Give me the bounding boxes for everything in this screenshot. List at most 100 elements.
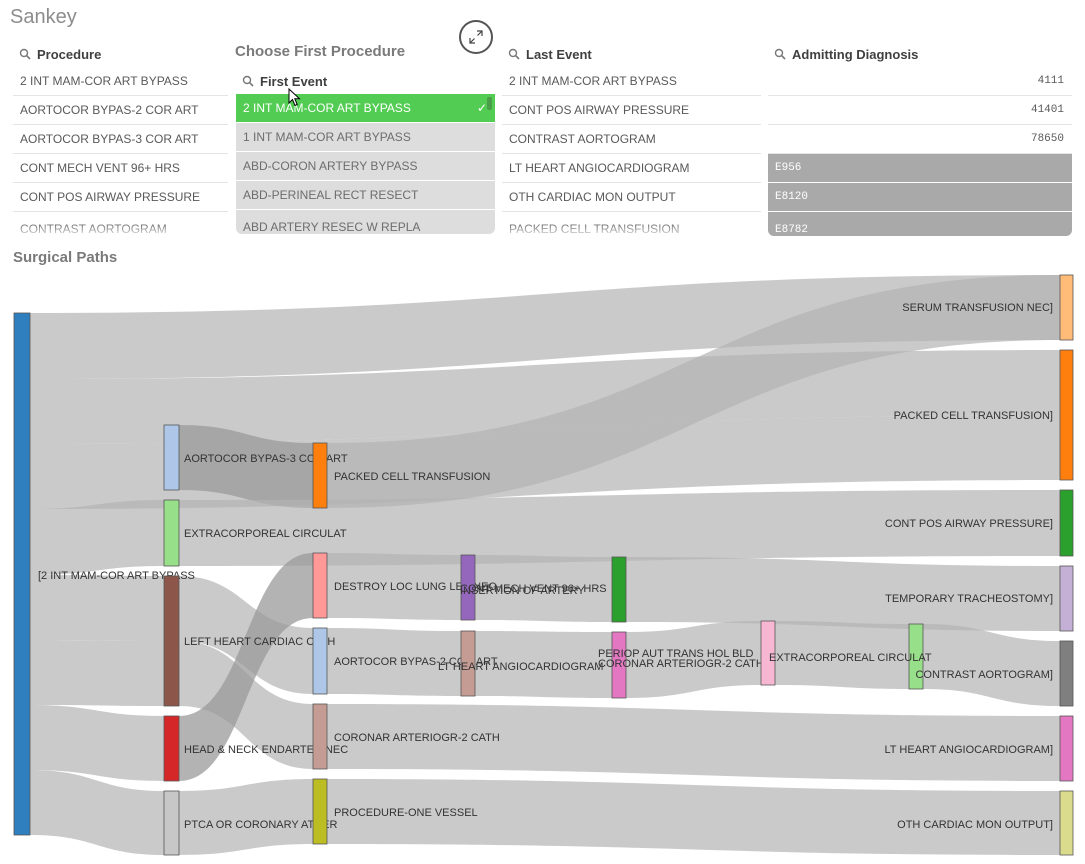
sankey-node-label: TEMPORARY TRACHEOSTOMY] [885,593,1053,605]
sankey-link[interactable] [775,621,909,689]
admitting-diagnosis-listbox[interactable]: Admitting Diagnosis 4111 41401 78650 E95… [768,41,1072,236]
sankey-node-label: EXTRACORPOREAL CIRCULAT [769,652,932,664]
sankey-link[interactable] [30,705,164,781]
sankey-node[interactable] [1059,715,1074,782]
procedure-listbox-header[interactable]: Procedure [13,41,228,67]
sankey-link[interactable] [327,553,461,620]
sankey-node-label: PTCA OR CORONARY ATHER [184,819,337,831]
list-item[interactable]: 4111 [768,67,1072,96]
last-event-listbox-header[interactable]: Last Event [502,41,761,67]
list-item[interactable]: ABD-PERINEAL RECT RESECT [236,181,495,210]
procedure-listbox[interactable]: Procedure 2 INT MAM-COR ART BYPASS AORTO… [13,41,228,236]
list-item-excluded[interactable]: E956 [768,154,1072,183]
sankey-node[interactable] [611,556,627,623]
sankey-node-label: AORTOCOR BYPAS-3 COR ART [184,453,348,465]
sankey-link[interactable] [179,779,313,855]
sankey-node[interactable] [1059,489,1074,557]
sankey-link[interactable] [30,575,164,641]
last-event-listbox-title: Last Event [526,46,592,62]
sankey-node[interactable] [312,442,328,509]
sankey-link[interactable] [327,779,1060,855]
sankey-node[interactable] [1059,565,1074,632]
sankey-node[interactable] [312,703,328,770]
sankey-link[interactable] [30,770,164,855]
first-event-listbox[interactable]: First Event 2 INT MAM-COR ART BYPASS ✓ 1… [236,68,495,234]
sankey-node[interactable] [611,631,627,699]
sankey-node-label: CONTRAST AORTOGRAM] [915,669,1053,681]
list-item[interactable]: 2 INT MAM-COR ART BYPASS [13,67,228,96]
list-item[interactable]: 1 INT MAM-COR ART BYPASS [236,123,495,152]
list-item[interactable]: ABD ARTERY RESEC W REPLA [236,210,495,234]
search-icon[interactable] [508,48,520,60]
sankey-link[interactable] [179,425,313,508]
sankey-link[interactable] [923,624,1060,706]
sankey-node[interactable] [163,715,180,782]
sankey-link[interactable] [475,631,612,698]
search-icon[interactable] [242,75,254,87]
list-item[interactable]: PACKED CELL TRANSFUSION [509,222,680,236]
sankey-link[interactable] [327,275,1060,508]
sankey-node[interactable] [163,790,180,856]
sankey-node-label: LT HEART ANGIOCARDIOGRAM] [885,744,1054,756]
fullscreen-button[interactable] [459,20,493,54]
sankey-link[interactable] [30,275,1060,379]
last-event-listbox[interactable]: Last Event 2 INT MAM-COR ART BYPASS CONT… [502,41,761,236]
list-item[interactable]: OTH CARDIAC MON OUTPUT [502,183,761,212]
sankey-node[interactable] [312,627,328,695]
scrollbar-thumb[interactable] [487,97,492,110]
sankey-node[interactable] [908,623,924,690]
sankey-node[interactable] [760,620,776,686]
list-item[interactable]: CONT MECH VENT 96+ HRS [13,154,228,183]
search-icon[interactable] [774,48,786,60]
list-item[interactable]: AORTOCOR BYPAS-2 COR ART [13,96,228,125]
sankey-node[interactable] [460,630,476,697]
sankey-link[interactable] [179,641,313,769]
list-item-selected[interactable]: 2 INT MAM-COR ART BYPASS ✓ [236,94,495,123]
list-item[interactable]: 41401 [768,96,1072,125]
list-item-excluded[interactable]: E8120 [768,183,1072,212]
sankey-node[interactable] [312,778,328,845]
sankey-link[interactable] [475,555,612,622]
sankey-node-label: PERIOP AUT TRANS HOL BLD [598,648,754,660]
search-icon[interactable] [19,48,31,60]
sankey-node[interactable] [1059,274,1074,341]
list-item[interactable]: AORTOCOR BYPAS-3 COR ART [13,125,228,154]
list-item[interactable]: CONTRAST AORTOGRAM [20,222,167,236]
sankey-node-label: INSERTION OF ARTERY [460,585,585,597]
sankey-link[interactable] [327,704,1060,781]
sankey-link[interactable] [30,500,164,575]
sankey-link[interactable] [30,640,164,706]
sankey-node[interactable] [460,554,476,621]
sankey-node[interactable] [163,499,180,567]
list-item[interactable]: LT HEART ANGIOCARDIOGRAM [502,154,761,183]
list-item[interactable]: CONT POS AIRWAY PRESSURE [13,183,228,212]
admitting-diagnosis-listbox-title: Admitting Diagnosis [792,46,919,62]
sankey-node[interactable] [1059,349,1074,481]
sankey-link[interactable] [626,621,761,698]
list-item[interactable]: 78650 [768,125,1072,154]
list-item[interactable]: CONT POS AIRWAY PRESSURE [502,96,761,125]
sankey-node[interactable] [1059,640,1074,707]
list-item-excluded[interactable]: E8782 [768,212,1072,236]
sankey-link[interactable] [327,628,461,696]
sankey-node-label: PACKED CELL TRANSFUSION [334,471,490,483]
sankey-link[interactable] [626,557,1060,631]
expand-icon [469,30,483,44]
sankey-node[interactable] [163,575,180,707]
first-event-listbox-header[interactable]: First Event [236,68,495,94]
sankey-node[interactable] [312,552,328,619]
admitting-diagnosis-listbox-header[interactable]: Admitting Diagnosis [768,41,1072,67]
sankey-link[interactable] [179,490,1060,566]
sankey-node[interactable] [163,424,180,491]
list-item-label: 2 INT MAM-COR ART BYPASS [243,101,411,115]
list-item[interactable]: 2 INT MAM-COR ART BYPASS [502,67,761,96]
sankey-node[interactable] [1059,790,1074,856]
procedure-listbox-title: Procedure [37,46,102,62]
sankey-link[interactable] [179,553,313,781]
list-item[interactable]: CONTRAST AORTOGRAM [502,125,761,154]
sankey-node[interactable] [13,312,31,836]
sankey-node-label: SERUM TRANSFUSION NEC] [902,302,1053,314]
list-item[interactable]: ABD-CORON ARTERY BYPASS [236,152,495,181]
sankey-node-label: CORONAR ARTERIOGR-2 CATH [598,658,764,670]
